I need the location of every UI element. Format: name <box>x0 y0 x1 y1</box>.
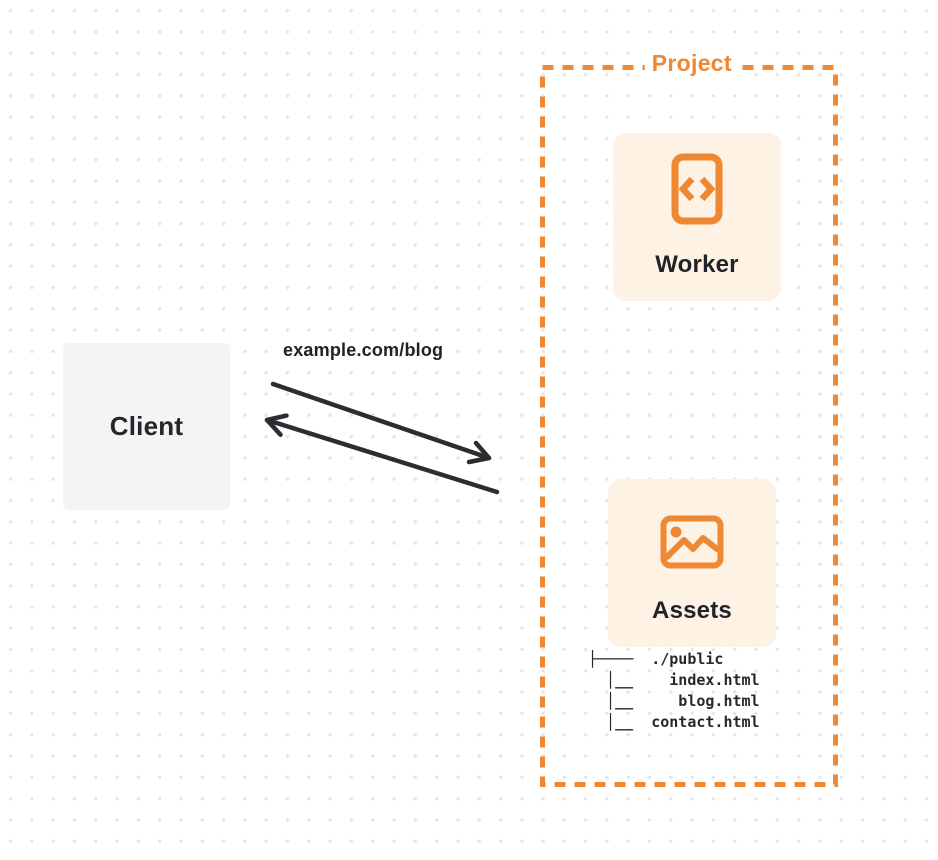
image-icon <box>660 515 724 569</box>
client-node: Client <box>63 343 230 510</box>
worker-node: Worker <box>613 133 781 301</box>
request-arrow-icon <box>270 381 492 465</box>
request-url-label: example.com/blog <box>283 340 444 360</box>
response-arrow-icon <box>264 413 500 495</box>
assets-node: Assets <box>608 479 776 647</box>
project-boundary: Project Worker Assets <box>540 50 838 787</box>
worker-label: Worker <box>655 251 739 278</box>
assets-label: Assets <box>652 597 732 624</box>
client-label: Client <box>109 411 184 441</box>
request-response-arrows <box>264 381 500 495</box>
code-file-icon <box>671 153 723 225</box>
assets-file-tree: ├──── ./public │__ index.html │__ blog.h… <box>588 650 760 731</box>
project-label: Project <box>644 50 739 77</box>
